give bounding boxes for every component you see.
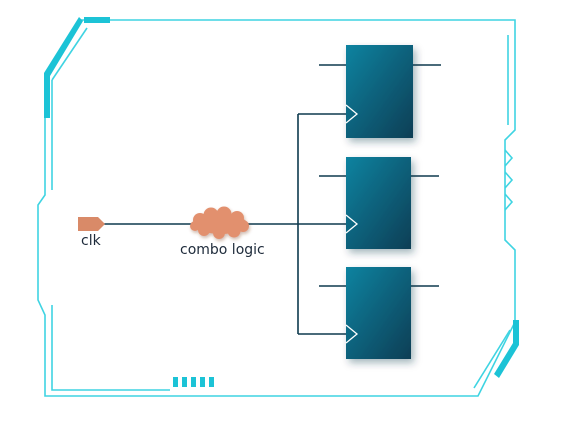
clock-input-triangle bbox=[345, 214, 359, 234]
flip-flop-body bbox=[346, 45, 413, 138]
clock-input-triangle bbox=[345, 324, 359, 344]
flip-flop-2 bbox=[345, 157, 411, 249]
accent-top-left bbox=[44, 17, 83, 118]
frame-notch-2 bbox=[504, 171, 514, 189]
flip-flop-body bbox=[346, 267, 411, 359]
frame-inner-right-bottom bbox=[473, 329, 511, 389]
frame-notch-3 bbox=[504, 193, 514, 211]
flip-flop-body bbox=[346, 157, 411, 249]
clock-port-icon bbox=[78, 217, 105, 231]
combo-logic-cloud-icon bbox=[190, 206, 249, 239]
clock-input-triangle bbox=[345, 104, 359, 124]
frame-outline bbox=[37, 19, 516, 397]
accent-bottom-dashes bbox=[173, 377, 214, 387]
clock-label: clk bbox=[81, 233, 102, 249]
flip-flop-3 bbox=[345, 267, 411, 359]
accent-top bbox=[84, 17, 110, 23]
frame-accents bbox=[44, 17, 519, 387]
combo-logic-label: combo logic bbox=[180, 242, 265, 258]
tech-frame bbox=[37, 19, 516, 397]
flip-flop-1 bbox=[345, 45, 413, 138]
frame-inner-left-bottom bbox=[51, 305, 170, 391]
frame-inner-left-top bbox=[51, 27, 88, 81]
accent-right bbox=[494, 320, 519, 378]
wires bbox=[104, 64, 441, 335]
frame-notch-1 bbox=[504, 149, 514, 167]
